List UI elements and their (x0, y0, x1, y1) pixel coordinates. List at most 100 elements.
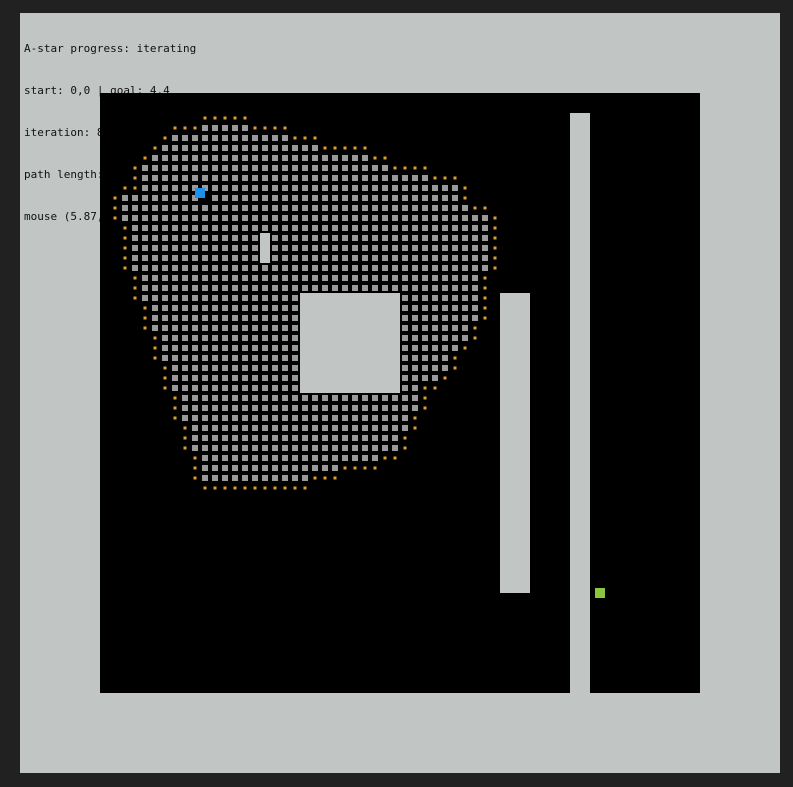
explored-cell (272, 285, 278, 291)
explored-cell (212, 215, 218, 221)
explored-cell (242, 145, 248, 151)
explored-cell (372, 405, 378, 411)
explored-cell (352, 165, 358, 171)
grid-canvas[interactable] (100, 93, 700, 693)
explored-cell (282, 385, 288, 391)
explored-cell (202, 355, 208, 361)
explored-cell (462, 315, 468, 321)
explored-cell (292, 175, 298, 181)
explored-cell (342, 395, 348, 401)
explored-cell (212, 165, 218, 171)
explored-cell (182, 355, 188, 361)
explored-cell (262, 475, 268, 481)
frontier-cell (293, 136, 297, 140)
explored-cell (312, 185, 318, 191)
explored-cell (202, 475, 208, 481)
frontier-cell (413, 416, 417, 420)
explored-cell (192, 165, 198, 171)
explored-cell (122, 205, 128, 211)
frontier-cell (123, 186, 127, 190)
explored-cell (252, 375, 258, 381)
explored-cell (392, 425, 398, 431)
explored-cell (172, 245, 178, 251)
frontier-cell (163, 376, 167, 380)
obstacles-layer (260, 113, 590, 693)
explored-cell (262, 145, 268, 151)
explored-cell (382, 185, 388, 191)
explored-cell (252, 195, 258, 201)
explored-cell (422, 185, 428, 191)
explored-cell (242, 175, 248, 181)
explored-cell (262, 195, 268, 201)
explored-cell (332, 195, 338, 201)
explored-cell (422, 235, 428, 241)
explored-cell (272, 475, 278, 481)
explored-cell (442, 355, 448, 361)
frontier-cell (123, 256, 127, 260)
explored-cell (472, 295, 478, 301)
explored-cell (182, 245, 188, 251)
explored-cell (232, 265, 238, 271)
explored-cell (282, 375, 288, 381)
explored-cell (252, 165, 258, 171)
explored-cell (172, 165, 178, 171)
explored-cell (162, 255, 168, 261)
explored-cell (172, 275, 178, 281)
explored-cell (202, 465, 208, 471)
explored-cell (252, 415, 258, 421)
frontier-cell (123, 246, 127, 250)
explored-cell (302, 195, 308, 201)
explored-cell (192, 175, 198, 181)
frontier-cell (183, 426, 187, 430)
explored-cell (222, 255, 228, 261)
explored-cell (242, 185, 248, 191)
explored-cell (312, 425, 318, 431)
explored-cell (272, 155, 278, 161)
frontier-cell (403, 436, 407, 440)
explored-cell (452, 345, 458, 351)
explored-cell (192, 315, 198, 321)
explored-cell (262, 335, 268, 341)
pathfinding-grid[interactable] (100, 93, 700, 693)
explored-cell (292, 445, 298, 451)
explored-cell (362, 415, 368, 421)
explored-cell (282, 455, 288, 461)
frontier-cell (183, 446, 187, 450)
explored-cell (302, 285, 308, 291)
explored-cell (262, 325, 268, 331)
explored-cell (222, 135, 228, 141)
explored-cell (272, 365, 278, 371)
explored-cell (372, 455, 378, 461)
explored-cell (332, 265, 338, 271)
explored-cell (162, 265, 168, 271)
explored-cell (252, 205, 258, 211)
explored-cell (442, 195, 448, 201)
explored-cell (192, 305, 198, 311)
explored-cell (412, 405, 418, 411)
explored-cell (172, 285, 178, 291)
explored-cell (252, 425, 258, 431)
explored-cell (292, 265, 298, 271)
explored-cell (212, 195, 218, 201)
frontier-cell (323, 476, 327, 480)
explored-cell (452, 235, 458, 241)
explored-cell (132, 235, 138, 241)
explored-cell (212, 435, 218, 441)
frontier-cell (203, 116, 207, 120)
explored-cell (262, 395, 268, 401)
explored-cell (292, 435, 298, 441)
explored-cell (172, 385, 178, 391)
explored-cell (292, 145, 298, 151)
explored-cell (182, 335, 188, 341)
explored-cell (262, 275, 268, 281)
explored-cell (202, 135, 208, 141)
explored-cell (212, 455, 218, 461)
explored-cell (222, 235, 228, 241)
explored-cell (182, 165, 188, 171)
explored-cell (182, 215, 188, 221)
explored-cell (172, 345, 178, 351)
explored-cell (202, 225, 208, 231)
explored-cell (232, 205, 238, 211)
explored-cell (352, 215, 358, 221)
explored-cell (242, 365, 248, 371)
